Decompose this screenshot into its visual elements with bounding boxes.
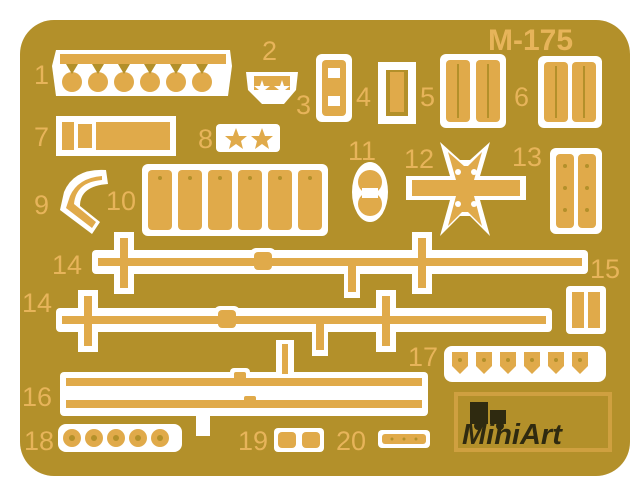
part-9-bracket: [60, 169, 108, 234]
part-17-medals: [444, 346, 606, 382]
label-12: 12: [404, 144, 434, 174]
label-8: 8: [198, 124, 213, 154]
label-20: 20: [336, 426, 366, 456]
miniart-logo: MiniArt: [454, 392, 612, 452]
part-2-stars: [246, 72, 298, 104]
label-9: 9: [34, 190, 49, 220]
part-number-labels: 1 2 3 4 5 6 7 8 9 10 11 12 13 14 14 15 1…: [22, 36, 620, 456]
part-15: [566, 286, 606, 334]
part-5: [440, 54, 506, 128]
label-14-lower: 14: [22, 288, 52, 318]
label-17: 17: [408, 342, 438, 372]
label-18: 18: [24, 426, 54, 456]
part-20: [378, 430, 430, 448]
label-19: 19: [238, 426, 268, 456]
label-6: 6: [514, 82, 529, 112]
part-14-lower-rail: [56, 290, 552, 356]
part-7: [56, 116, 176, 156]
part-10-plates: [142, 164, 328, 236]
label-11: 11: [348, 136, 376, 166]
svg-text:MiniArt: MiniArt: [462, 419, 563, 451]
part-12-cross: [406, 142, 526, 236]
label-14-upper: 14: [52, 250, 82, 280]
part-4: [378, 62, 416, 124]
label-10: 10: [106, 186, 136, 216]
label-4: 4: [356, 82, 371, 112]
part-16-rail: [60, 340, 428, 436]
sheet-code: M-175: [488, 24, 573, 57]
label-5: 5: [420, 82, 435, 112]
label-16: 16: [22, 382, 52, 412]
part-14-upper-rail: [92, 232, 588, 298]
label-7: 7: [34, 122, 49, 152]
part-11: [352, 162, 388, 222]
part-1-medals: [52, 50, 232, 96]
label-15: 15: [590, 254, 620, 284]
part-19: [274, 428, 324, 452]
label-2: 2: [262, 36, 277, 66]
part-6: [538, 56, 602, 128]
part-18-medals: [58, 424, 182, 452]
label-3: 3: [296, 90, 311, 120]
part-13: [550, 148, 602, 234]
part-8-stars: [216, 124, 280, 152]
label-13: 13: [512, 142, 542, 172]
part-3: [316, 54, 352, 122]
label-1: 1: [34, 60, 49, 90]
